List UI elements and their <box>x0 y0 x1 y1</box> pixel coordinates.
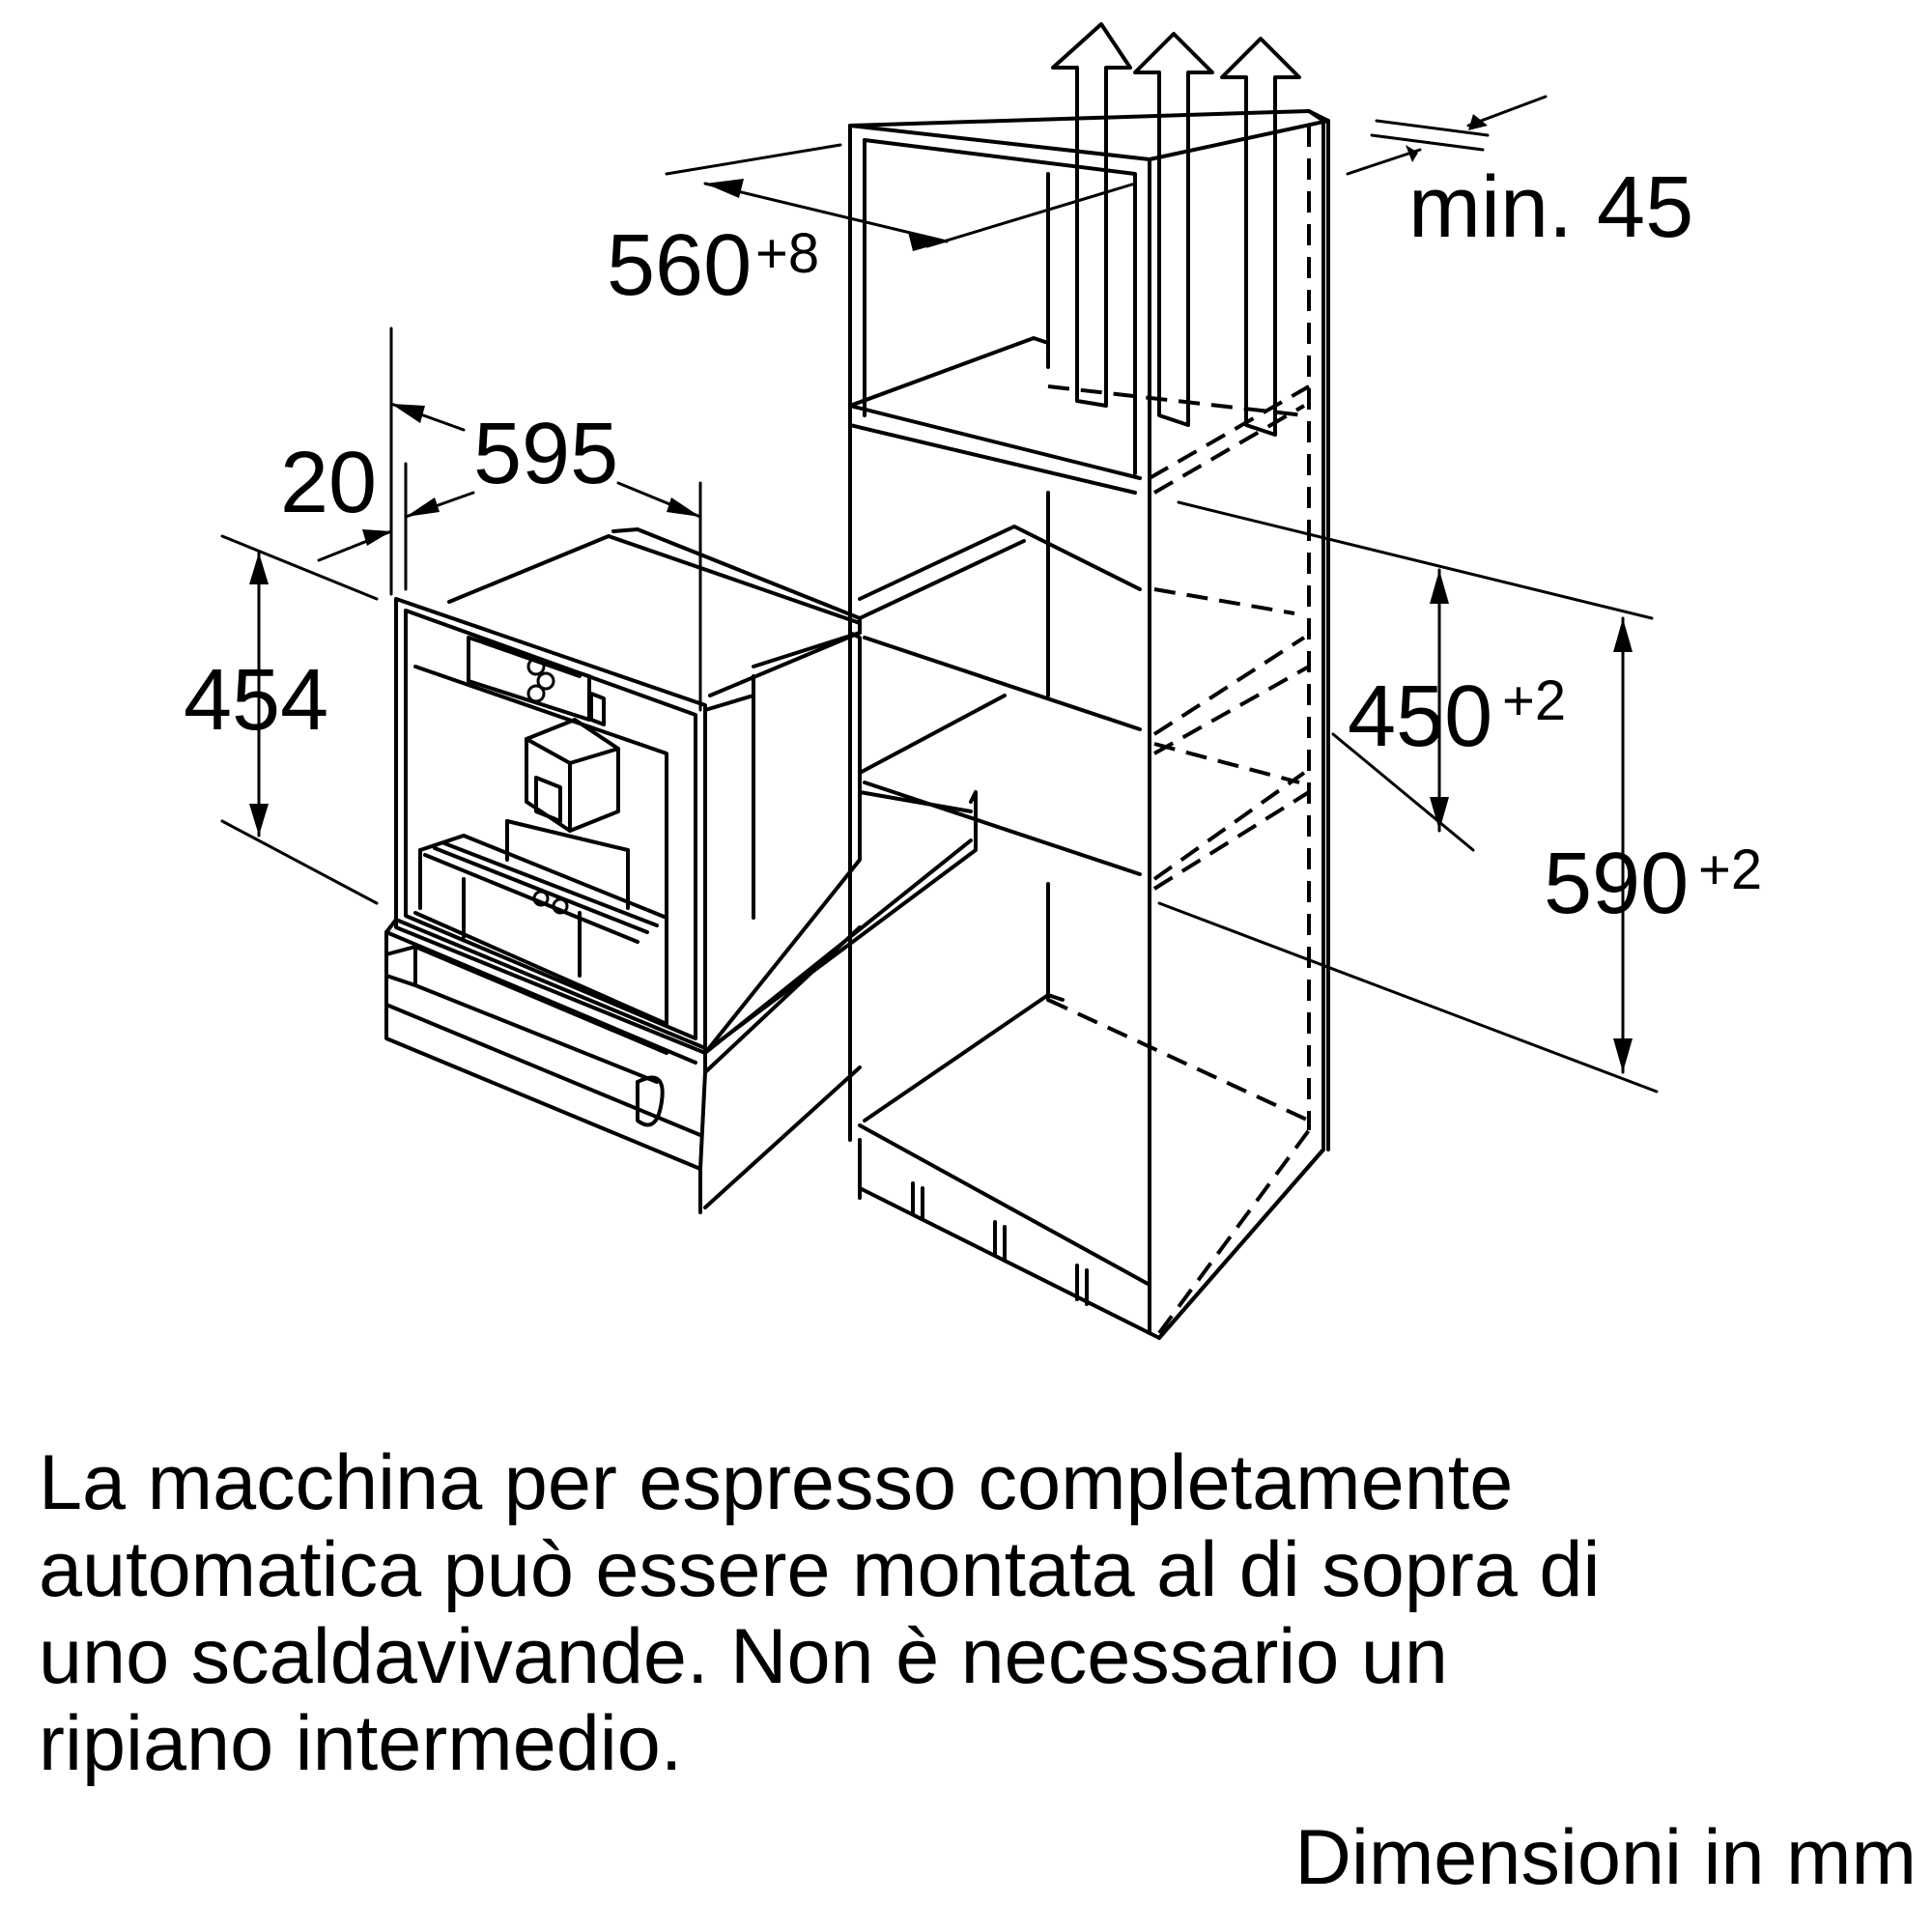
installation-note-line: uno scaldavivande. Non è necessario un <box>39 1613 1448 1700</box>
dim-vent-gap: min. 45 <box>1408 159 1693 256</box>
dim-front-offset: 20 <box>280 435 377 531</box>
dim-niche-depth-tolerance: +8 <box>755 222 819 285</box>
dim-niche-height-outer-tolerance: +2 <box>1698 838 1762 901</box>
ventilation-arrows <box>1051 22 1301 437</box>
dim-appliance-width: 595 <box>473 406 618 502</box>
dim-appliance-height: 454 <box>184 652 328 749</box>
installation-note-line: La macchina per espresso completamente <box>39 1439 1514 1526</box>
installation-note-line: ripiano intermedio. <box>39 1700 683 1787</box>
dim-niche-height-inner: 450 <box>1348 668 1492 765</box>
dimension-lines <box>220 95 1659 1094</box>
installation-note: La macchina per espresso completamente a… <box>39 1439 1874 1787</box>
installation-note-line: automatica può essere montata al di sopr… <box>39 1526 1601 1613</box>
dim-niche-height-inner-tolerance: +2 <box>1502 669 1566 732</box>
dim-niche-depth: 560 <box>607 217 752 314</box>
dim-niche-height-outer: 590 <box>1544 836 1689 932</box>
coffee-machine <box>394 527 862 1055</box>
warming-drawer <box>384 790 978 1214</box>
units-caption: Dimensioni in mm <box>1294 1814 1917 1901</box>
cabinet <box>848 109 1330 1340</box>
